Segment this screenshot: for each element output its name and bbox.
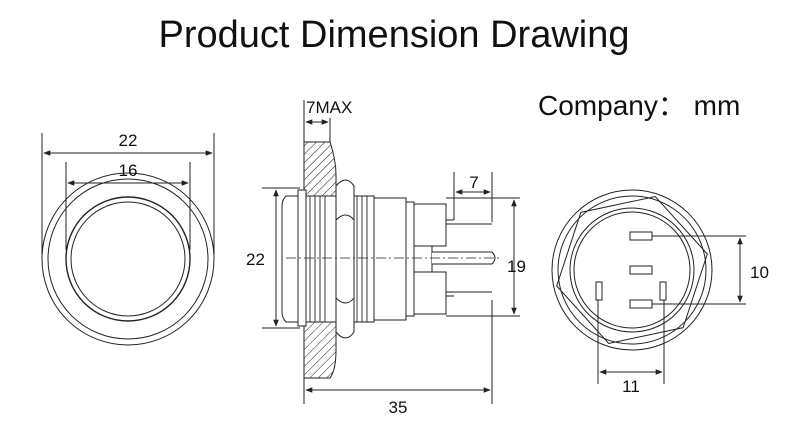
back-terminal-top (629, 231, 653, 241)
back-terminal-right (659, 281, 667, 301)
terminal-pin-mid (432, 251, 496, 265)
side-height-label: 22 (246, 250, 265, 269)
front-outer-ring-inner (47, 178, 209, 340)
back-hex-nut (556, 196, 708, 344)
unit-label: Company： mm (538, 90, 741, 121)
page-title: Product Dimension Drawing (158, 14, 630, 56)
front-inner-ring (65, 196, 191, 322)
panel-max-label: 7MAX (306, 98, 352, 117)
total-length-label: 35 (389, 398, 408, 417)
back-terminal-span-h-label: 11 (622, 377, 640, 396)
terminal-length-label: 7 (469, 173, 478, 192)
side-body (373, 197, 407, 321)
front-button-face (70, 201, 186, 317)
back-outer-ring-inner (557, 195, 707, 345)
terminal-block-top (413, 203, 447, 247)
front-outer-dia-label: 22 (119, 131, 138, 150)
front-view (41, 133, 215, 346)
terminal-block-bottom (413, 271, 447, 315)
back-body-circle (569, 207, 695, 333)
front-outer-ring (41, 172, 215, 346)
front-inner-dia-label: 16 (119, 161, 138, 180)
back-terminal-left (595, 281, 603, 301)
back-view (551, 189, 746, 384)
side-view (262, 100, 520, 404)
side-nut (335, 179, 355, 339)
back-terminal-span-v-label: 10 (750, 263, 769, 282)
back-outer-ring (551, 189, 713, 351)
back-terminal-mid (629, 265, 653, 275)
back-terminal-bottom (629, 299, 653, 309)
body-height-label: 19 (507, 257, 526, 276)
